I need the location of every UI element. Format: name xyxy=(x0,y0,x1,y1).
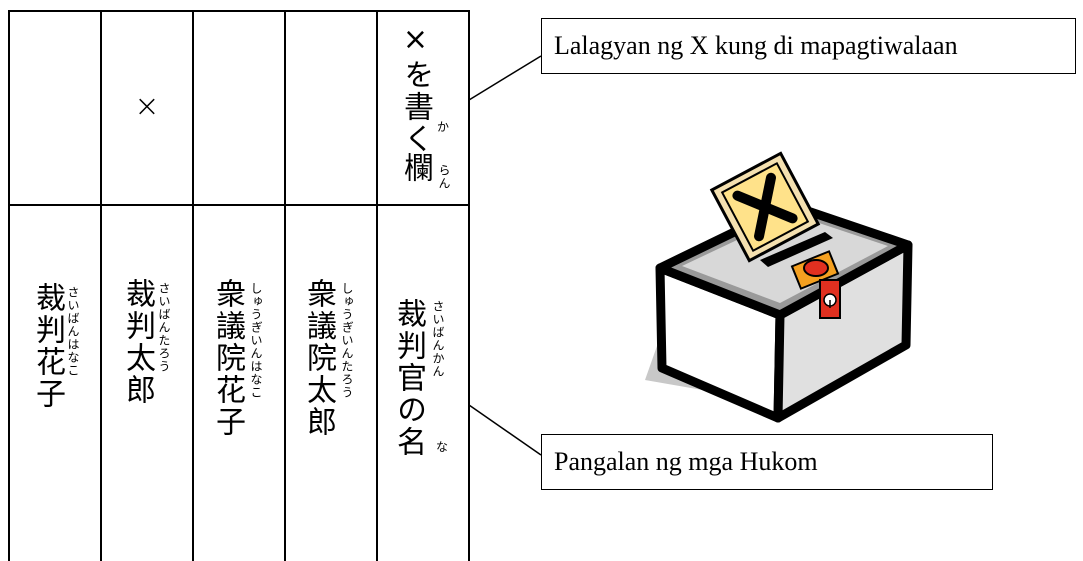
ballot-grid-line xyxy=(8,204,469,206)
ruby-na: な xyxy=(436,440,449,454)
ballot-grid-line xyxy=(284,10,286,561)
judge-name-ruby: しゅうぎいんはなこ xyxy=(249,282,263,399)
judge-name: 裁判花子 xyxy=(30,282,65,410)
judge-name: 衆議院太郎 xyxy=(301,278,336,438)
ballot-table: × ×を書く 欄 か らん 裁判花子 さいばんはなこ 裁判太郎 さいばんたろう … xyxy=(0,0,470,561)
mark-column-heading: ×を書く xyxy=(398,22,433,155)
judge-name: 裁判太郎 xyxy=(120,278,155,406)
mark-callout: Lalagyan ng X kung di mapagtiwalaan xyxy=(541,18,1076,74)
ballot-grid-line xyxy=(8,10,469,12)
judge-name-ruby: さいばんはなこ xyxy=(66,286,80,377)
ballot-grid-line xyxy=(192,10,194,561)
mark-column-heading-2: 欄 xyxy=(398,152,433,184)
names-callout-text: Pangalan ng mga Hukom xyxy=(554,447,818,476)
name-column-heading: 裁判官の名 xyxy=(391,298,426,458)
name-column-ruby: さいばんかん xyxy=(431,300,445,378)
ballot-box-icon xyxy=(645,151,913,423)
judge-name-ruby: しゅうぎいんたろう xyxy=(340,282,354,399)
ballot-grid-line xyxy=(8,10,10,561)
ballot-grid-line xyxy=(468,10,470,561)
mark-cell[interactable]: × xyxy=(134,89,160,124)
ballot-grid-line xyxy=(100,10,102,561)
mark-callout-text: Lalagyan ng X kung di mapagtiwalaan xyxy=(554,31,958,60)
judge-name: 衆議院花子 xyxy=(210,278,245,438)
names-callout: Pangalan ng mga Hukom xyxy=(541,434,993,490)
ruby-write: か xyxy=(437,120,450,134)
judge-name-ruby: さいばんたろう xyxy=(157,282,171,373)
ruby-column: らん xyxy=(437,164,451,190)
ballot-grid-line xyxy=(376,10,378,561)
